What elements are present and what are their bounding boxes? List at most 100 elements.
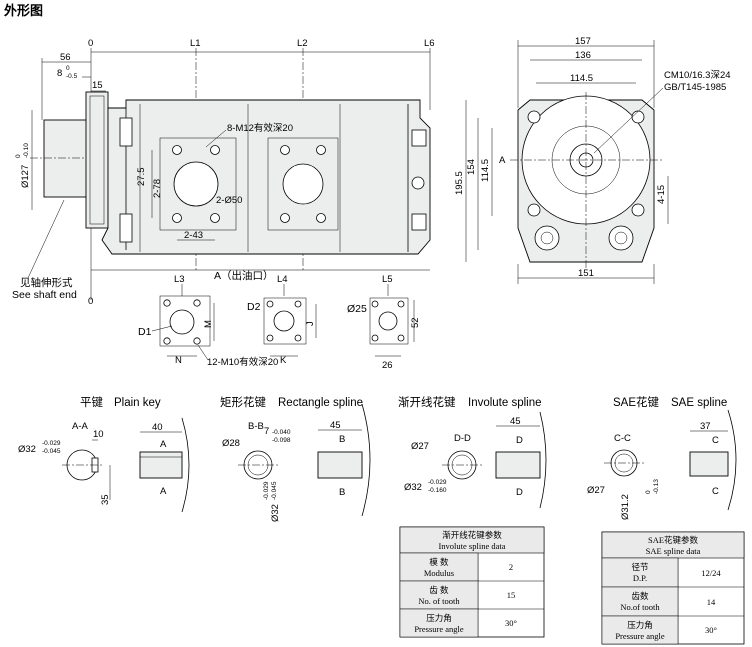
- table-row-head: [601, 615, 679, 645]
- table-title-en: SAE spline data: [646, 546, 701, 556]
- dim-27-5: 27.5: [136, 168, 147, 187]
- table-row-head: [399, 552, 479, 582]
- bolt-hole: [397, 300, 405, 308]
- dim-m: M: [203, 320, 214, 328]
- dim-8-tol-dn: -0.5: [66, 73, 78, 80]
- table-row-head: [399, 608, 479, 638]
- plain-key-width: 10: [93, 429, 104, 440]
- plain-dia-tol-dn: -0.045: [42, 448, 61, 455]
- leader: [197, 344, 209, 361]
- bolt-hole: [280, 213, 290, 223]
- dim-2-78: 2-78: [152, 179, 163, 198]
- inlet-port-2: [282, 163, 324, 205]
- table-row-cn: 压力角: [627, 620, 653, 630]
- involute-outer-tol-dn: -0.160: [428, 487, 447, 494]
- shaft-plain-key: 平键 Plain key A-A Ø32 -0.029 -0.045 10 35…: [18, 395, 190, 513]
- rect-length: 45: [330, 420, 341, 431]
- top-view: 0 L1 L2 L6 56 8 0 -0.5 15 Ø127 0 -0.10: [12, 38, 435, 307]
- port-l4-label: L4: [277, 274, 288, 285]
- plain-length: 40: [152, 422, 163, 433]
- dim-136: 136: [575, 50, 591, 61]
- bolt-hole: [172, 145, 182, 155]
- table-row-en: Pressure angle: [414, 624, 464, 634]
- sae-section: C-C: [614, 433, 631, 444]
- table-row-en: D.P.: [633, 573, 647, 583]
- bolt-hole: [163, 299, 171, 307]
- plain-section: A-A: [72, 421, 89, 432]
- bolt-hole: [316, 213, 326, 223]
- cover-bolt-lower: [119, 213, 133, 243]
- leader: [151, 325, 173, 332]
- shaft-sae-spline: SAE花键 SAE spline C-C Ø27 Ø31.2 0 -0.13 3…: [587, 395, 737, 520]
- bolt-hole: [172, 213, 182, 223]
- table-row-cn: 齿数: [631, 591, 649, 601]
- inlet-port-1-pad: [159, 137, 237, 231]
- port-d2: D2: [247, 301, 261, 313]
- bolt-hole: [527, 203, 541, 217]
- rect-section: B-B: [248, 421, 264, 432]
- bolt-hole: [193, 337, 201, 345]
- bolt-hole: [210, 145, 220, 155]
- bolt-hole: [316, 145, 326, 155]
- sae-dia: Ø27: [587, 485, 605, 496]
- pump-housing: [101, 99, 431, 255]
- sae-shaft-side: [689, 451, 729, 477]
- break-line: [539, 411, 547, 509]
- sae-length: 37: [700, 421, 711, 432]
- rear-boss-upper: [411, 129, 427, 147]
- port-thread-note: 12-M10有效深20: [207, 356, 278, 368]
- note-leader: [593, 87, 664, 154]
- involute-cut-top: D: [516, 435, 523, 446]
- port-flange-1: [159, 295, 211, 347]
- shaft-end-note-en: See shaft end: [12, 289, 77, 301]
- table-row-en: No. of tooth: [418, 596, 460, 606]
- rect-outer: Ø32: [270, 504, 281, 522]
- dim-114-5-h: 114.5: [570, 73, 593, 84]
- center-hole-note-1: CM10/16.3深24: [664, 70, 731, 81]
- table-row-cn: 模 数: [429, 557, 449, 567]
- dim-4-15: 4-15: [656, 185, 667, 204]
- rect-small-tol-up: -0.040: [272, 429, 291, 436]
- table-row-en: Modulus: [424, 568, 454, 578]
- bolt-hole: [266, 334, 274, 342]
- sae-outer-tol-up: 0: [645, 490, 652, 494]
- bolt-hole: [371, 300, 379, 308]
- drawing-title: 外形图: [3, 3, 43, 19]
- bolt-hole: [193, 299, 201, 307]
- bolt-hole: [527, 110, 541, 124]
- port-label-a: A（出油口）: [214, 269, 274, 282]
- shaft-end-leader: [27, 199, 65, 279]
- dim-n: N: [175, 355, 182, 366]
- shaft-dia-tol-up: 0: [15, 154, 22, 158]
- table-sae: SAE花键参数 SAE spline data 径节 D.P. 12/24 齿数…: [601, 531, 745, 645]
- dim-26: 26: [382, 360, 393, 371]
- sae-title-cn: SAE花键: [613, 395, 660, 409]
- plain-shaft-side: [139, 451, 183, 479]
- table-row-value: 15: [507, 590, 516, 600]
- involute-outer: Ø32: [404, 482, 422, 493]
- shaft-dia: Ø127: [20, 165, 31, 188]
- inlet-port-1: [173, 161, 219, 207]
- plain-title-cn: 平键: [80, 395, 103, 409]
- bolt-hole: [631, 110, 645, 124]
- table-row-cn: 压力角: [426, 613, 452, 623]
- shaft-involute-spline: 渐开线花键 Involute spline D-D Ø27 Ø32 -0.029…: [398, 395, 547, 509]
- center-hole-note-2: GB/T145-1985: [664, 82, 726, 93]
- dim-52: 52: [410, 317, 421, 328]
- port-l3-label: L3: [174, 274, 185, 285]
- dim-56: 56: [60, 52, 71, 63]
- thread-note-top: 8-M12有效深20: [227, 122, 293, 134]
- bolt-hole: [210, 213, 220, 223]
- table-row-value: 14: [707, 597, 716, 607]
- involute-shaft-side: [495, 451, 541, 479]
- rect-cut-bottom: B: [339, 487, 345, 498]
- dim-157: 157: [575, 36, 591, 47]
- bolt-hole: [294, 300, 302, 308]
- table-header: [601, 531, 745, 559]
- sae-outer-tol-dn: -0.13: [653, 479, 660, 494]
- break-line: [181, 417, 190, 513]
- involute-cut-bottom: D: [516, 487, 523, 498]
- sae-cut-bottom: C: [712, 486, 719, 497]
- table-row-value: 12/24: [701, 568, 721, 578]
- rect-dia: Ø28: [222, 438, 240, 449]
